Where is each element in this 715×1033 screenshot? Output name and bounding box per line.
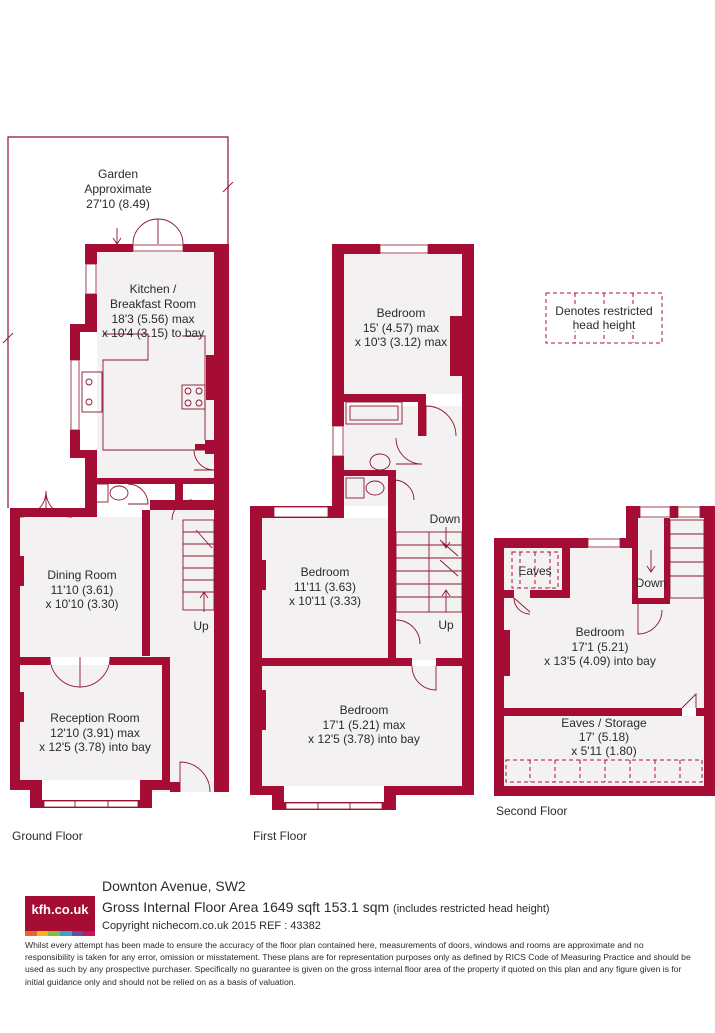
logo-color-bar xyxy=(83,931,96,936)
kitchen-name-2: Breakfast Room xyxy=(110,297,196,311)
ground-floor-label: Ground Floor xyxy=(12,829,83,843)
floor-area: Gross Internal Floor Area 1649 sqft 153.… xyxy=(102,899,550,915)
logo-text: kfh.co.uk xyxy=(31,902,89,917)
legend-line-2: head height xyxy=(573,318,636,332)
property-address: Downton Avenue, SW2 xyxy=(102,878,246,894)
ff-bedroom-front-dim-2: x 12'5 (3.78) into bay xyxy=(308,732,420,746)
sf-bedroom-dim-1: 17'1 (5.21) xyxy=(572,640,629,654)
floor-area-text: Gross Internal Floor Area 1649 sqft 153.… xyxy=(102,899,390,915)
ff-bedroom-rear-dim-1: 15' (4.57) max xyxy=(363,321,439,335)
ff-bedroom-front-dim-1: 17'1 (5.21) max xyxy=(323,718,406,732)
sf-eaves-label: Eaves xyxy=(518,564,551,578)
reception-dim-2: x 12'5 (3.78) into bay xyxy=(39,740,151,754)
logo-color-bar xyxy=(71,931,84,936)
logo-color-bars xyxy=(25,931,96,936)
ff-down-label: Down xyxy=(430,512,461,526)
second-floor-label: Second Floor xyxy=(496,804,567,818)
legend-line-1: Denotes restricted xyxy=(555,304,652,318)
sf-storage-name: Eaves / Storage xyxy=(561,716,647,730)
ff-bedroom-middle-dim-2: x 10'11 (3.33) xyxy=(289,594,361,608)
ground-up-label: Up xyxy=(193,619,209,633)
sf-down-label: Down xyxy=(636,576,667,590)
dining-dim-1: 11'10 (3.61) xyxy=(51,583,114,597)
sf-bedroom-dim-2: x 13'5 (4.09) into bay xyxy=(544,654,656,668)
first-floor: Bedroom 15' (4.57) max x 10'3 (3.12) max… xyxy=(250,244,474,843)
first-floor-label: First Floor xyxy=(253,829,307,843)
logo-color-bar xyxy=(48,931,61,936)
reception-name: Reception Room xyxy=(50,711,139,725)
kitchen-dim-1: 18'3 (5.56) max xyxy=(112,312,195,326)
sf-bedroom-name: Bedroom xyxy=(576,625,625,639)
ff-up-label: Up xyxy=(438,618,454,632)
garden: Garden Approximate 27'10 (8.49) xyxy=(2,136,234,508)
legend: Denotes restricted head height xyxy=(545,292,663,344)
sf-storage-dim-2: x 5'11 (1.80) xyxy=(571,744,636,758)
dining-name: Dining Room xyxy=(47,568,116,582)
ff-bedroom-middle-name: Bedroom xyxy=(301,565,350,579)
reception-dim-1: 12'10 (3.91) max xyxy=(50,726,140,740)
logo-color-bar xyxy=(36,931,49,936)
dining-dim-2: x 10'10 (3.30) xyxy=(45,597,118,611)
ff-bedroom-front-name: Bedroom xyxy=(340,703,389,717)
sf-storage-dim-1: 17' (5.18) xyxy=(579,730,629,744)
logo-color-bar xyxy=(60,931,72,936)
garden-approx: Approximate xyxy=(84,182,152,196)
ground-floor: Kitchen / Breakfast Room 18'3 (5.56) max… xyxy=(10,218,229,843)
second-floor: Eaves Down Bedroom 17'1 (5.21) x 13'5 (4… xyxy=(494,506,715,818)
kitchen-dim-2: x 10'4 (3.15) to bay xyxy=(102,326,204,340)
kfh-logo: kfh.co.uk xyxy=(25,896,96,936)
floor-area-note: (includes restricted head height) xyxy=(393,903,550,915)
kitchen-name-1: Kitchen / xyxy=(130,282,177,296)
disclaimer: Whilst every attempt has been made to en… xyxy=(25,940,691,987)
ff-bedroom-rear-dim-2: x 10'3 (3.12) max xyxy=(355,335,447,349)
copyright: Copyright nichecom.co.uk 2015 REF : 4338… xyxy=(102,920,321,932)
ff-bedroom-rear-name: Bedroom xyxy=(377,306,426,320)
ff-bedroom-middle-dim-1: 11'11 (3.63) xyxy=(294,580,356,594)
garden-label: Garden xyxy=(98,167,138,181)
logo-color-bar xyxy=(25,931,37,936)
garden-dims: 27'10 (8.49) xyxy=(86,197,150,211)
